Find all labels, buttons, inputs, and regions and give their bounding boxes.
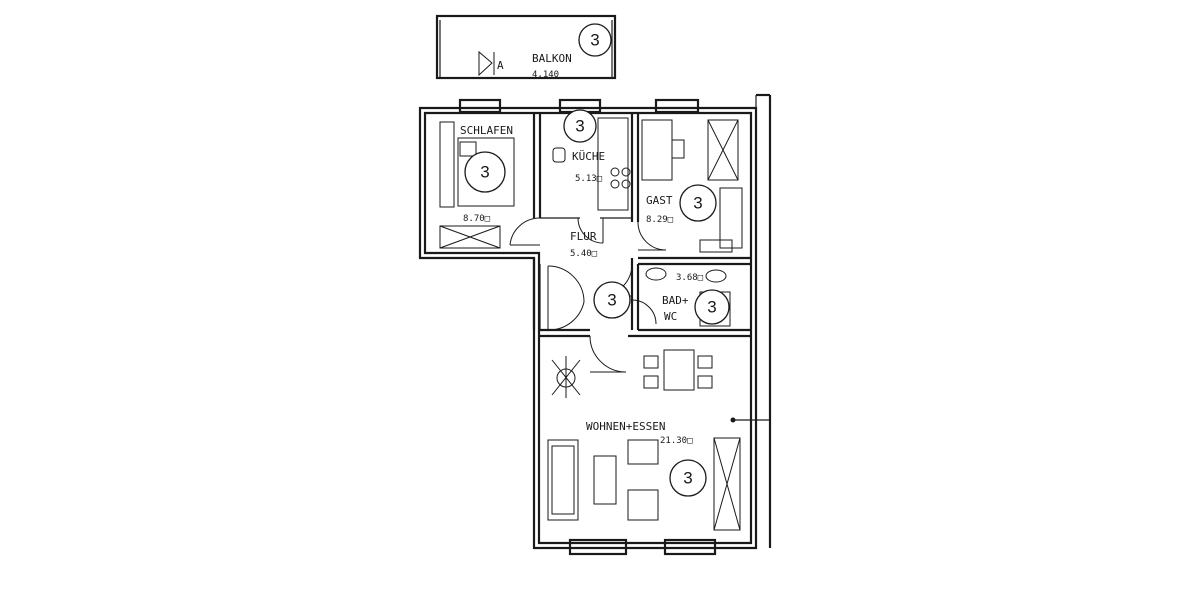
marker-flur: 3 <box>593 281 631 319</box>
svg-text:3: 3 <box>607 291 616 310</box>
room-name-flur: FLUR <box>570 230 597 243</box>
room-area-bad: 3.68□ <box>676 273 704 283</box>
outer-walls <box>418 93 772 556</box>
svg-text:3: 3 <box>693 194 702 213</box>
room-name-schlafen: SCHLAFEN <box>460 124 513 137</box>
marker-schlafen: 3 <box>464 151 506 193</box>
balcony: A BALKON 4,140 <box>435 14 617 80</box>
marker-kueche: 3 <box>563 109 597 143</box>
svg-text:3: 3 <box>683 469 692 488</box>
svg-text:3: 3 <box>707 298 716 317</box>
marker-wohnen: 3 <box>669 459 707 497</box>
circled-markers: 3 3 3 3 3 3 3 <box>464 23 730 497</box>
door-arrow-icon <box>478 50 495 77</box>
svg-text:3: 3 <box>575 117 584 136</box>
room-name-gast: GAST <box>646 194 673 207</box>
room-name-balkon: BALKON <box>532 52 572 65</box>
room-labels: SCHLAFEN 8.70□ KÜCHE 5.13□ GAST 8.29□ FL… <box>460 124 704 446</box>
furniture <box>439 117 743 531</box>
room-area-kueche: 5.13□ <box>575 174 603 184</box>
svg-text:3: 3 <box>480 163 489 182</box>
room-area-flur: 5.40□ <box>570 249 598 259</box>
balcony-marker-letter: A <box>497 59 504 72</box>
room-area-gast: 8.29□ <box>646 215 674 225</box>
room-name-wohnen: WOHNEN+ESSEN <box>586 420 665 433</box>
svg-text:3: 3 <box>590 31 599 50</box>
marker-balkon: 3 <box>578 23 612 57</box>
room-area-wohnen: 21.30□ <box>660 436 693 446</box>
marker-gast: 3 <box>679 184 717 222</box>
interior-walls <box>532 113 751 338</box>
room-area-schlafen: 8.70□ <box>463 214 491 224</box>
room-name-kueche: KÜCHE <box>572 150 605 163</box>
room-name-bad: BAD+ <box>662 294 689 307</box>
marker-bad: 3 <box>694 289 730 325</box>
room-area-balkon: 4,140 <box>532 70 559 80</box>
room-name-wc: WC <box>664 310 677 323</box>
plant-icon <box>551 356 581 398</box>
